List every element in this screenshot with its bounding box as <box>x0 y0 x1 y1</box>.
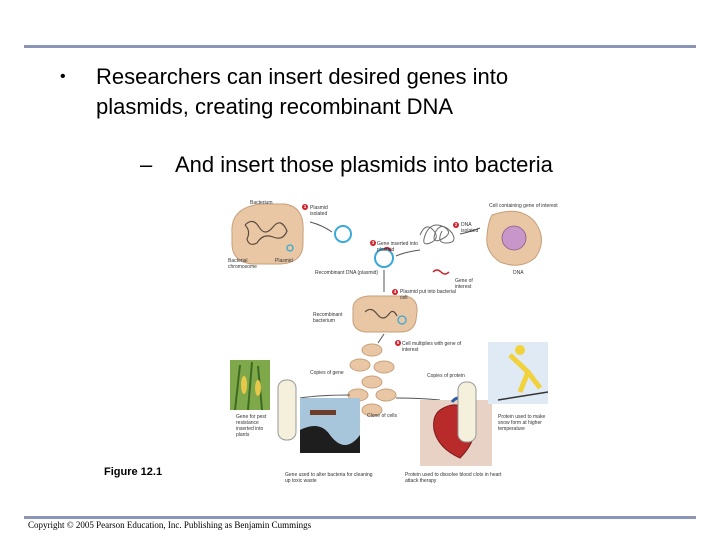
dna-tangle <box>419 224 455 245</box>
step-2-marker: 2 <box>453 222 459 228</box>
label-clone-cells: Clone of cells <box>367 413 398 419</box>
label-plasmid: Plasmid <box>275 258 293 264</box>
label-gene-bacteria: Gene used to alter bacteria for cleaning… <box>285 472 373 484</box>
corn-plants-image <box>230 360 270 411</box>
bullet-text-line-1: Researchers can insert desired genes int… <box>96 64 509 89</box>
step-4-marker: 4 <box>392 289 398 295</box>
bullet-item: • <box>60 63 66 94</box>
label-plasmid-isolated: Plasmid isolated <box>310 205 328 217</box>
step-1-marker: 1 <box>302 204 308 210</box>
label-recombinant-bacterium: Recombinant bacterium <box>313 312 343 324</box>
label-gene-pest: Gene for pest resistance inserted into p… <box>236 414 267 438</box>
bullet-symbol: • <box>60 68 66 85</box>
label-protein-dissolve: Protein used to dissolve blood clots in … <box>405 472 502 484</box>
label-dna-isolated: DNA isolated <box>461 222 479 234</box>
label-copies-protein: Copies of protein <box>427 373 465 379</box>
test-tube-right <box>457 381 477 443</box>
step-5-marker: 5 <box>395 340 401 346</box>
plasmid-ring <box>334 225 352 243</box>
bottom-rule <box>24 516 696 519</box>
label-cell-gene: Cell containing gene of interest <box>489 203 558 209</box>
figure-caption: Figure 12.1 <box>104 466 163 478</box>
sub-bullet-symbol: – <box>140 152 153 177</box>
label-bacterium: Bacterium <box>250 200 273 206</box>
bullet-text-line-2: plasmids, creating recombinant DNA <box>96 94 454 119</box>
step-3-marker: 3 <box>370 240 376 246</box>
label-gene-of-interest: Gene of interest <box>455 278 473 290</box>
label-copies-gene: Copies of gene <box>310 370 344 376</box>
label-bacterial-chromosome: Bacterial chromosome <box>228 258 257 270</box>
label-protein-snow: Protein used to make snow form at higher… <box>498 414 546 432</box>
label-plasmid-put: Plasmid put into bacterial cell <box>400 289 456 301</box>
label-recombinant-dna: Recombinant DNA (plasmid) <box>315 270 379 276</box>
label-gene-inserted: Gene inserted into plasmid <box>377 241 418 253</box>
skier-image <box>488 342 549 404</box>
bacterium-illustration <box>231 203 304 265</box>
copyright-text: Copyright © 2005 Pearson Education, Inc.… <box>28 520 312 530</box>
top-rule <box>24 45 696 48</box>
recombinant-bacterium <box>352 295 418 333</box>
sub-bullet-text: And insert those plasmids into bacteria <box>175 152 553 177</box>
label-dna: DNA <box>513 270 524 276</box>
heart-image <box>420 396 492 466</box>
oil-spill-image <box>300 398 360 453</box>
test-tube-left <box>277 379 297 441</box>
label-cell-multiplies: Cell multiplies with gene of interest <box>402 341 462 353</box>
